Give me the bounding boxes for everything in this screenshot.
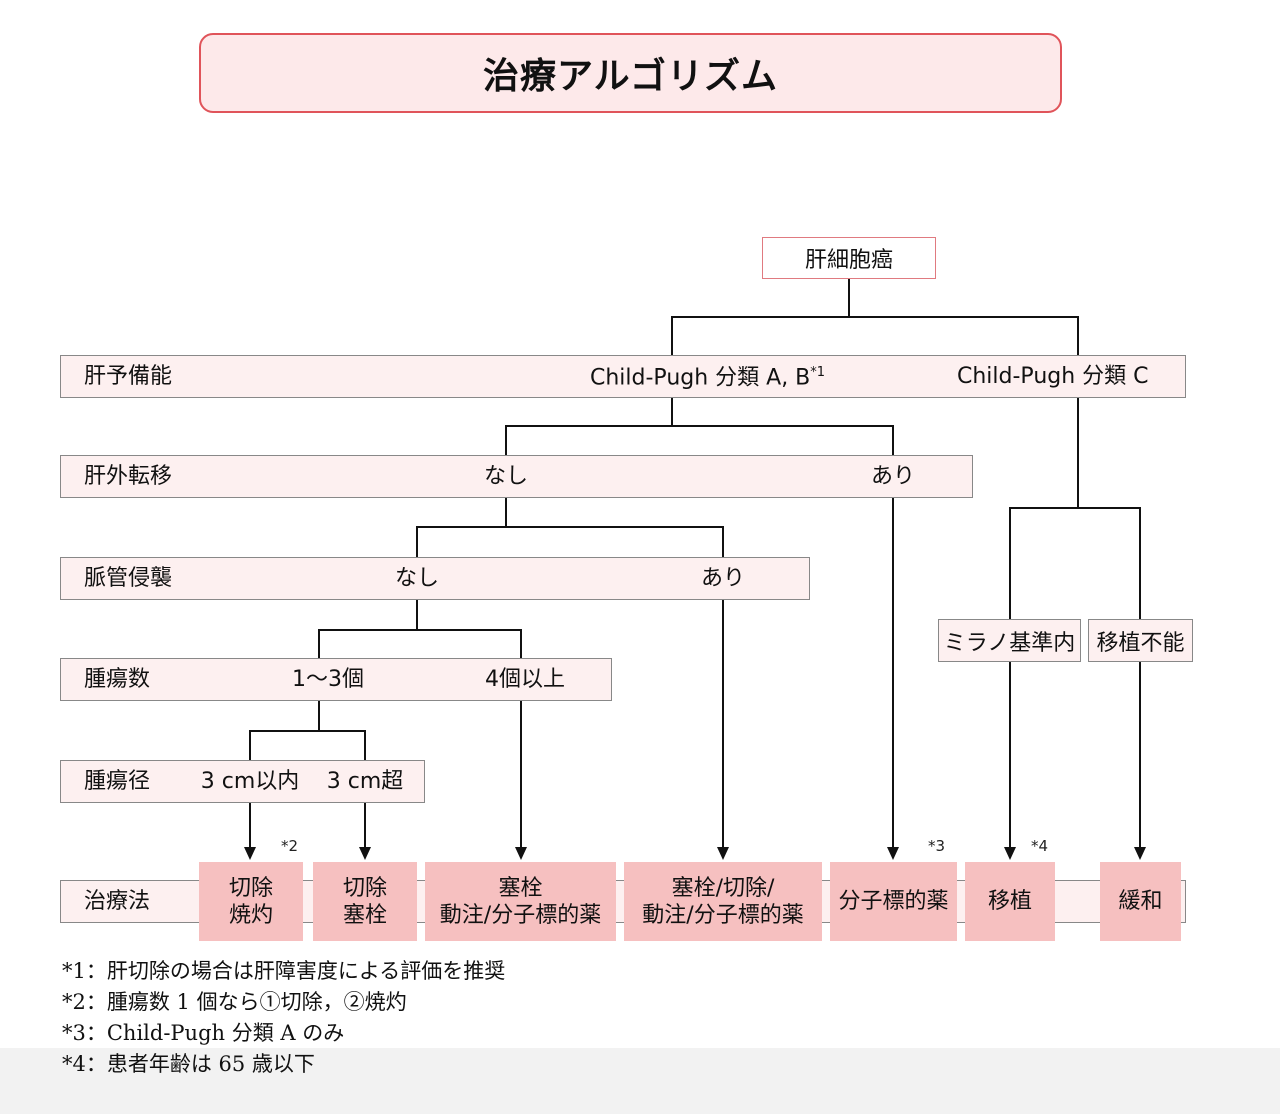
bottom-band (0, 1048, 1280, 1114)
branch-child-pugh-ab-note: *1 (810, 365, 826, 380)
footnotes: *1：肝切除の場合は肝障害度による評価を推奨 *2：腫瘍数 1 個なら①切除，②… (62, 956, 505, 1080)
note-mark-4: *4 (1031, 837, 1049, 855)
transplant-not-possible-label: 移植不能 (1096, 630, 1185, 656)
footnote-3: *3：Child-Pugh 分類 A のみ (62, 1021, 345, 1045)
label-tumor-count: 腫瘍数 (84, 667, 151, 692)
treatment-molecular-targeted: 分子標的薬 (830, 862, 957, 941)
row-vascular (60, 557, 810, 600)
treatment-line1: 塞栓/切除/ (671, 875, 775, 901)
branch-child-pugh-c: Child-Pugh 分類 C (957, 364, 1149, 389)
row-metastasis (60, 455, 973, 498)
treatment-line1: 塞栓 (498, 875, 543, 901)
box-within-milan: ミラノ基準内 (938, 619, 1081, 662)
treatment-line2: 焼灼 (228, 902, 273, 928)
treatment-resection-embolization: 切除 塞栓 (313, 862, 417, 941)
treatment-resection-ablation: 切除 焼灼 (199, 862, 303, 941)
branch-child-pugh-ab-text: Child-Pugh 分類 A, B (590, 365, 811, 391)
row-tumor-size (60, 760, 425, 803)
title-box: 治療アルゴリズム (199, 33, 1062, 113)
branch-child-pugh-ab: Child-Pugh 分類 A, B*1 (590, 366, 825, 389)
branch-vascular-no: なし (394, 566, 440, 591)
footnote-4: *4：患者年齢は 65 歳以下 (62, 1052, 315, 1076)
note-mark-2: *2 (281, 837, 299, 855)
root-node-hcc: 肝細胞癌 (762, 237, 936, 279)
treatment-transplant: 移植 (965, 862, 1055, 941)
treatment-line1: 分子標的薬 (838, 889, 949, 914)
label-treatment: 治療法 (84, 889, 151, 914)
label-vascular: 脈管侵襲 (84, 566, 173, 591)
box-transplant-not-possible: 移植不能 (1088, 619, 1193, 662)
treatment-embolization-infusion: 塞栓 動注/分子標的薬 (425, 862, 616, 941)
branch-metastasis-yes: あり (870, 464, 916, 489)
treatment-line2: 動注/分子標的薬 (439, 902, 602, 928)
root-label: 肝細胞癌 (804, 248, 893, 273)
note-mark-3: *3 (928, 837, 946, 855)
branch-tumor-size-small: 3 cm以内 (200, 769, 300, 794)
label-tumor-size: 腫瘍径 (84, 769, 151, 794)
row-liver-function (60, 355, 1186, 398)
treatment-palliative: 緩和 (1100, 862, 1181, 941)
label-metastasis: 肝外転移 (84, 464, 173, 489)
diagram-title: 治療アルゴリズム (483, 56, 778, 97)
treatment-line1: 緩和 (1118, 889, 1163, 914)
branch-metastasis-no: なし (483, 464, 529, 489)
treatment-line1: 切除 (228, 875, 273, 901)
branch-tumor-count-few: 1〜3個 (292, 667, 364, 692)
treatment-line2: 塞栓 (342, 902, 387, 928)
label-liver-function: 肝予備能 (84, 364, 173, 389)
footnote-1: *1：肝切除の場合は肝障害度による評価を推奨 (62, 959, 506, 983)
footnote-2: *2：腫瘍数 1 個なら①切除，②焼灼 (62, 990, 407, 1014)
branch-tumor-size-large: 3 cm超 (326, 769, 404, 794)
treatment-line1: 切除 (342, 875, 387, 901)
branch-vascular-yes: あり (700, 566, 746, 591)
treatment-line1: 移植 (987, 889, 1032, 914)
within-milan-label: ミラノ基準内 (943, 630, 1076, 656)
treatment-line2: 動注/分子標的薬 (642, 902, 804, 928)
branch-tumor-count-many: 4個以上 (485, 667, 565, 692)
treatment-embolization-resection-infusion: 塞栓/切除/ 動注/分子標的薬 (624, 862, 822, 941)
row-tumor-count (60, 658, 612, 701)
